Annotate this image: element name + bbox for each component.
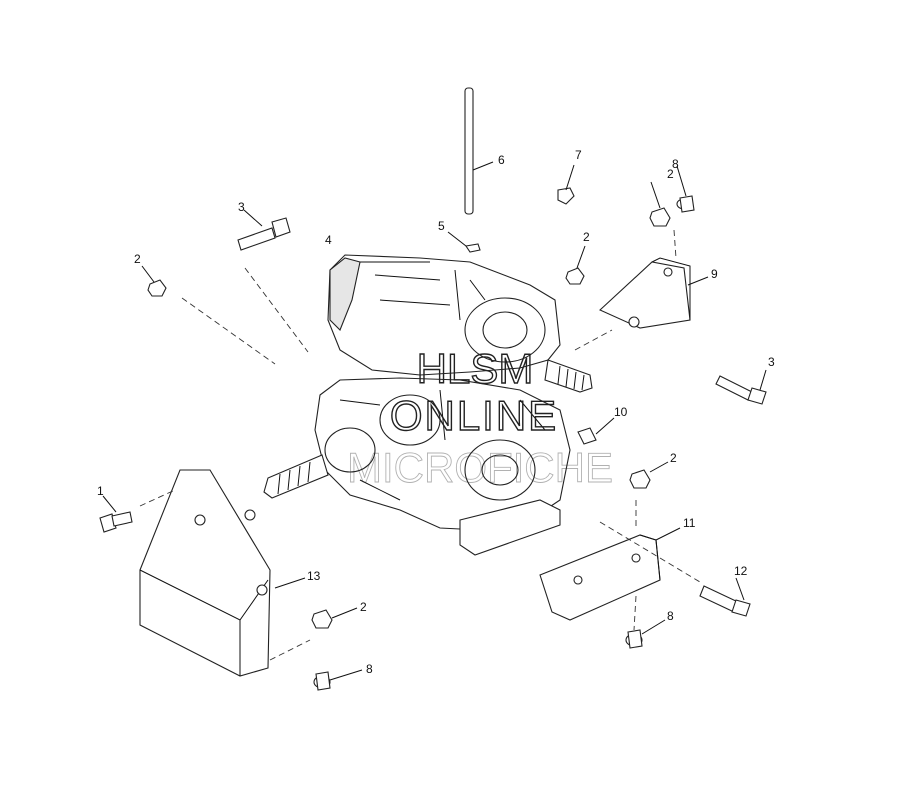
callout-2d: 2 [670, 451, 677, 465]
callout-8c: 8 [366, 662, 373, 676]
watermark-line-3: MICROFICHE [347, 444, 613, 491]
callout-4: 4 [325, 233, 332, 247]
nut-part-2-b [565, 245, 586, 285]
callout-2a: 2 [134, 252, 141, 266]
washer-part-8-c [313, 669, 363, 691]
bolt-part-3-a [237, 209, 291, 251]
bracket-part-11 [539, 527, 681, 621]
clip-part-5 [447, 231, 481, 253]
callout-7: 7 [575, 148, 582, 162]
callout-8a: 8 [672, 157, 679, 171]
bolt-part-3-b [715, 369, 767, 405]
callout-5: 5 [438, 219, 445, 233]
washer-part-8-b [625, 619, 666, 649]
callout-11: 11 [683, 516, 696, 530]
bolt-part-10 [577, 417, 615, 445]
callout-10: 10 [614, 405, 628, 419]
callout-3b: 3 [768, 355, 775, 369]
bolt-part-1 [99, 495, 133, 533]
washer-part-8-a [676, 165, 695, 213]
callout-12: 12 [734, 564, 748, 578]
assembly-guide-lines [139, 229, 701, 661]
nut-part-2-d [629, 461, 669, 489]
callout-9: 9 [711, 267, 718, 281]
nut-part-2-a [141, 265, 167, 297]
rod-part-6 [464, 87, 494, 215]
gearcase-assembly [263, 254, 593, 556]
callout-2e: 2 [360, 600, 367, 614]
watermark: HLSM ONLINE MICROFICHE [347, 344, 614, 491]
callout-6: 6 [498, 153, 505, 167]
callout-3a: 3 [238, 200, 245, 214]
nut-part-2-c [649, 181, 671, 227]
callout-2c: 2 [667, 167, 674, 181]
watermark-line-2: ONLINE [390, 392, 558, 439]
watermark-line-1: HLSM [417, 345, 534, 392]
callout-1: 1 [97, 484, 104, 498]
bracket-part-13 [139, 469, 306, 677]
callout-8b: 8 [667, 609, 674, 623]
callout-13: 13 [307, 569, 321, 583]
bracket-part-9 [599, 257, 709, 329]
callout-labels: 1 2 2 2 2 2 3 3 4 5 6 7 8 8 8 9 10 11 12… [97, 148, 775, 676]
fitting-part-7 [557, 164, 575, 205]
callout-2b: 2 [583, 230, 590, 244]
bolt-part-12 [699, 577, 751, 617]
nut-part-2-e [311, 607, 358, 629]
